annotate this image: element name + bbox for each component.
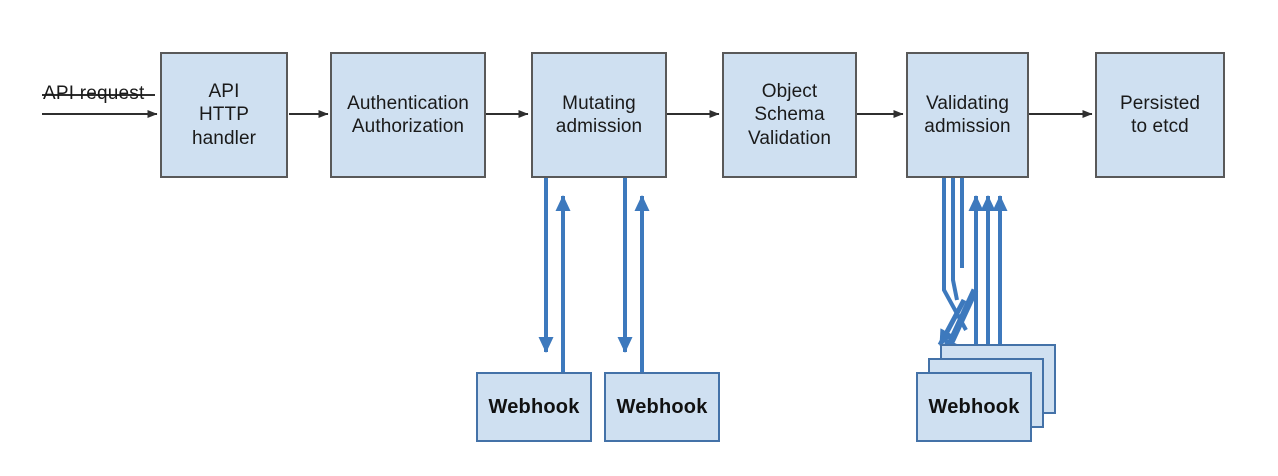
- node-mutating-admission[interactable]: Mutating admission: [531, 52, 667, 178]
- edge-validating-to-webhook-stack-2: [951, 177, 959, 301]
- node-api-http-handler-label: API HTTP handler: [191, 81, 257, 149]
- node-object-schema-validation[interactable]: Object Schema Validation: [722, 52, 857, 178]
- webhook-validating-stack-front-label: Webhook: [928, 395, 1020, 418]
- webhook-mutating-2[interactable]: Webhook: [604, 372, 720, 442]
- webhook-mutating-1-label: Webhook: [488, 395, 580, 418]
- webhook-mutating-2-label: Webhook: [616, 395, 708, 418]
- edge-validating-stack-arrowhead-inner: [937, 298, 967, 347]
- entry-label-api-request: API request: [43, 83, 145, 104]
- node-persisted-to-etcd[interactable]: Persisted to etcd: [1095, 52, 1225, 178]
- node-authentication-authorization[interactable]: Authentication Authorization: [330, 52, 486, 178]
- edge-validating-to-webhook-stack-1: [942, 177, 968, 331]
- node-persisted-to-etcd-label: Persisted to etcd: [1119, 92, 1201, 137]
- node-validating-admission[interactable]: Validating admission: [906, 52, 1029, 178]
- node-mutating-admission-label: Mutating admission: [555, 92, 643, 137]
- webhook-validating-stack-front[interactable]: Webhook: [916, 372, 1032, 442]
- node-object-schema-validation-label: Object Schema Validation: [747, 81, 832, 149]
- node-api-http-handler[interactable]: API HTTP handler: [160, 52, 288, 178]
- webhook-mutating-1[interactable]: Webhook: [476, 372, 592, 442]
- node-validating-admission-label: Validating admission: [924, 92, 1011, 137]
- edge-entry-api-request: [42, 94, 158, 118]
- node-authentication-authorization-label: Authentication Authorization: [347, 92, 469, 137]
